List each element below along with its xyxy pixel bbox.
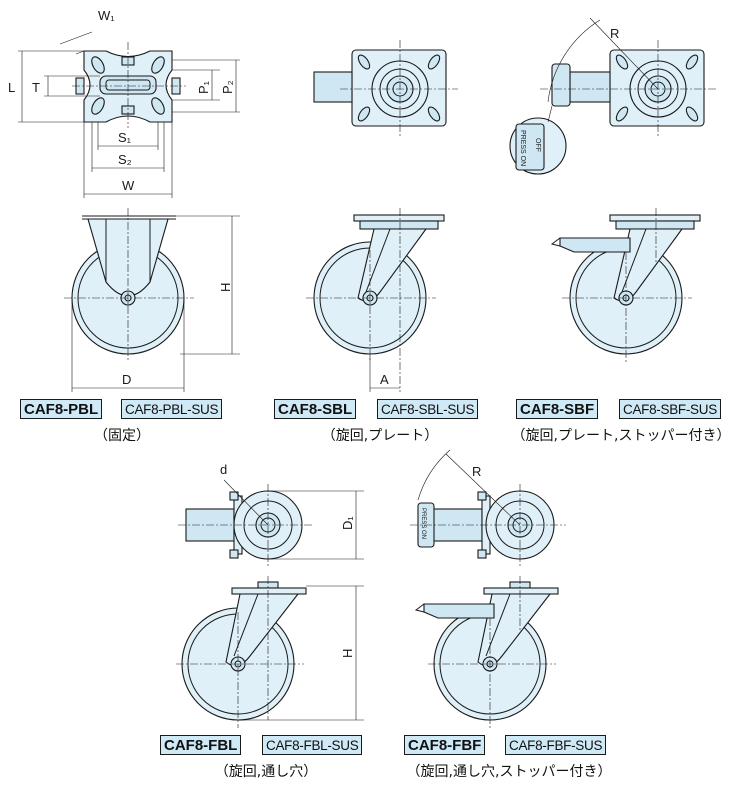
dim-d1: D₁ [340, 516, 355, 530]
model-label-sbf-sus: CAF8-SBF-SUS [619, 399, 721, 419]
dim-d: D [122, 372, 131, 387]
pbl-side-view: H D [64, 208, 240, 392]
sbl-side-view: A [306, 208, 445, 392]
fbl-top-view: d D₁ [178, 462, 364, 566]
dim-d-small: d [220, 462, 227, 477]
model-label-fbl-sus: CAF8-FBL-SUS [262, 735, 363, 755]
sbf-top-view: R PRESS ON OFF [509, 17, 716, 175]
dim-w1: W₁ [98, 8, 115, 23]
fbl-side-view: H [176, 576, 364, 728]
dim-r-fbf: R [472, 464, 481, 479]
fbf-side-view [414, 576, 559, 728]
dim-t: T [32, 80, 40, 95]
dim-w: W [122, 178, 135, 193]
model-label-pbl-sus: CAF8-PBL-SUS [121, 399, 223, 419]
stopper-press-label-sbf: PRESS ON [519, 130, 526, 166]
model-label-sbf: CAF8-SBF [516, 399, 599, 419]
caption-sbf: （旋回,プレート,ストッパー付き） [511, 428, 731, 444]
sbl-top-view [313, 40, 458, 138]
model-label-pbl: CAF8-PBL [20, 399, 103, 419]
dim-p1: P₁ [196, 80, 211, 94]
dim-s2: S₂ [118, 152, 132, 167]
pbl-top-view: W₁ L T P₁ P₂ S₁ S₂ W [8, 8, 240, 198]
caption-fbl: （旋回,通し穴） [214, 764, 318, 780]
model-label-fbl: CAF8-FBL [160, 735, 242, 755]
stopper-press-label-fbf: PRESS ON [420, 508, 426, 539]
dim-p2: P₂ [220, 80, 235, 94]
caption-sbl: （旋回,プレート） [321, 428, 439, 444]
model-label-sbl: CAF8-SBL [274, 399, 357, 419]
dim-h-fbl: H [340, 649, 355, 658]
stopper-off-label-sbf: OFF [534, 138, 541, 152]
model-label-sbl-sus: CAF8-SBL-SUS [377, 399, 479, 419]
model-label-fbf: CAF8-FBF [404, 735, 486, 755]
dim-h-pbl: H [218, 283, 233, 292]
fbf-top-view: PRESS ON R [410, 449, 566, 566]
caption-pbl: （固定） [94, 428, 150, 444]
dim-r-sbf: R [610, 26, 619, 41]
model-label-fbf-sus: CAF8-FBF-SUS [505, 735, 607, 755]
dim-l: L [8, 80, 15, 95]
dim-s1: S₁ [118, 130, 132, 145]
dim-a: A [380, 372, 389, 387]
caption-fbf: （旋回,通し穴,ストッパー付き） [406, 764, 612, 780]
sbf-side-view [550, 208, 701, 362]
